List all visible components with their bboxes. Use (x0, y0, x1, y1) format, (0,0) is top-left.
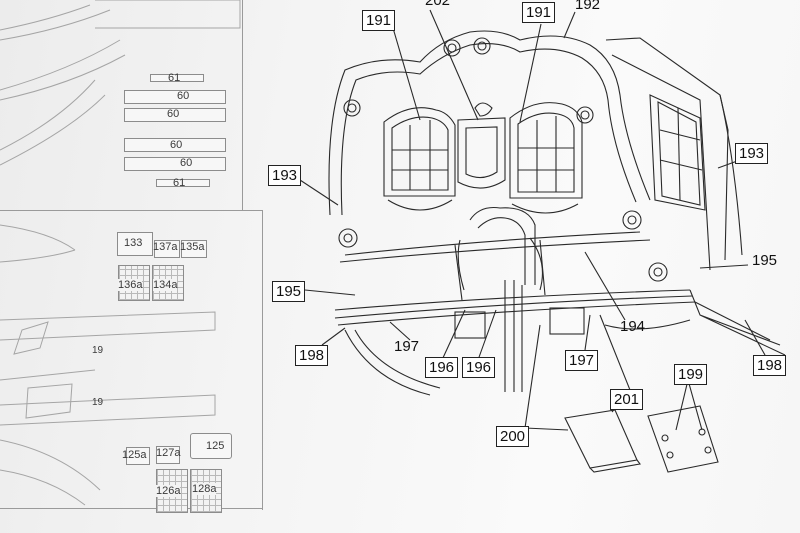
part-label: 134a (153, 279, 178, 291)
part-label: 60 (170, 139, 183, 151)
part-label: 61 (173, 177, 186, 189)
part-strip-60-c (124, 138, 226, 152)
part-strip-60-a (124, 90, 226, 104)
callout-193-right: 193 (735, 143, 769, 164)
part-label: 60 (180, 157, 193, 169)
part-strip-61-bottom (156, 179, 210, 187)
callout-194: 194 (620, 318, 646, 335)
part-label: 19 (92, 397, 104, 408)
part-label: 60 (177, 90, 190, 102)
part-125 (190, 433, 232, 459)
part-strip-61-top (150, 74, 204, 82)
part-133 (117, 232, 153, 256)
part-label: 126a (156, 485, 181, 497)
part-label: 61 (168, 72, 181, 84)
callout-193-left: 193 (268, 165, 302, 186)
part-127a (156, 446, 180, 464)
part-135a (181, 240, 207, 258)
callout-201: 201 (610, 389, 644, 410)
part-label: 135a (180, 241, 205, 253)
part-label: 19 (92, 345, 104, 356)
callout-198-right: 198 (753, 355, 787, 376)
part-label: 136a (118, 279, 143, 291)
callout-197-left: 197 (394, 338, 420, 355)
callout-195-left: 195 (272, 281, 306, 302)
panel-divider-bottom (0, 508, 262, 509)
part-label: 127a (156, 447, 181, 459)
panel-divider-vertical-lower (262, 210, 263, 510)
callout-191-left: 191 (362, 10, 396, 31)
callout-199: 199 (674, 364, 708, 385)
part-125a (126, 447, 150, 465)
callout-200: 200 (496, 426, 530, 447)
part-strip-60-d (124, 157, 226, 171)
callout-192: 192 (575, 0, 601, 13)
panel-divider-horizontal (0, 210, 262, 211)
part-label: 125 (206, 440, 225, 452)
part-label: 133 (124, 237, 143, 249)
callout-195-right: 195 (752, 252, 778, 269)
callout-191-right: 191 (522, 2, 556, 23)
part-label: 137a (153, 241, 178, 253)
callout-198-left: 198 (295, 345, 329, 366)
part-strip-60-b (124, 108, 226, 122)
part-137a (154, 240, 180, 258)
callout-202: 202 (425, 0, 451, 9)
callout-196-left: 196 (425, 357, 459, 378)
callout-197-right: 197 (565, 350, 599, 371)
panel-divider-vertical (242, 0, 243, 210)
part-label: 128a (192, 483, 217, 495)
part-label: 125a (122, 449, 147, 461)
part-label: 60 (167, 108, 180, 120)
callout-196-right: 196 (462, 357, 496, 378)
